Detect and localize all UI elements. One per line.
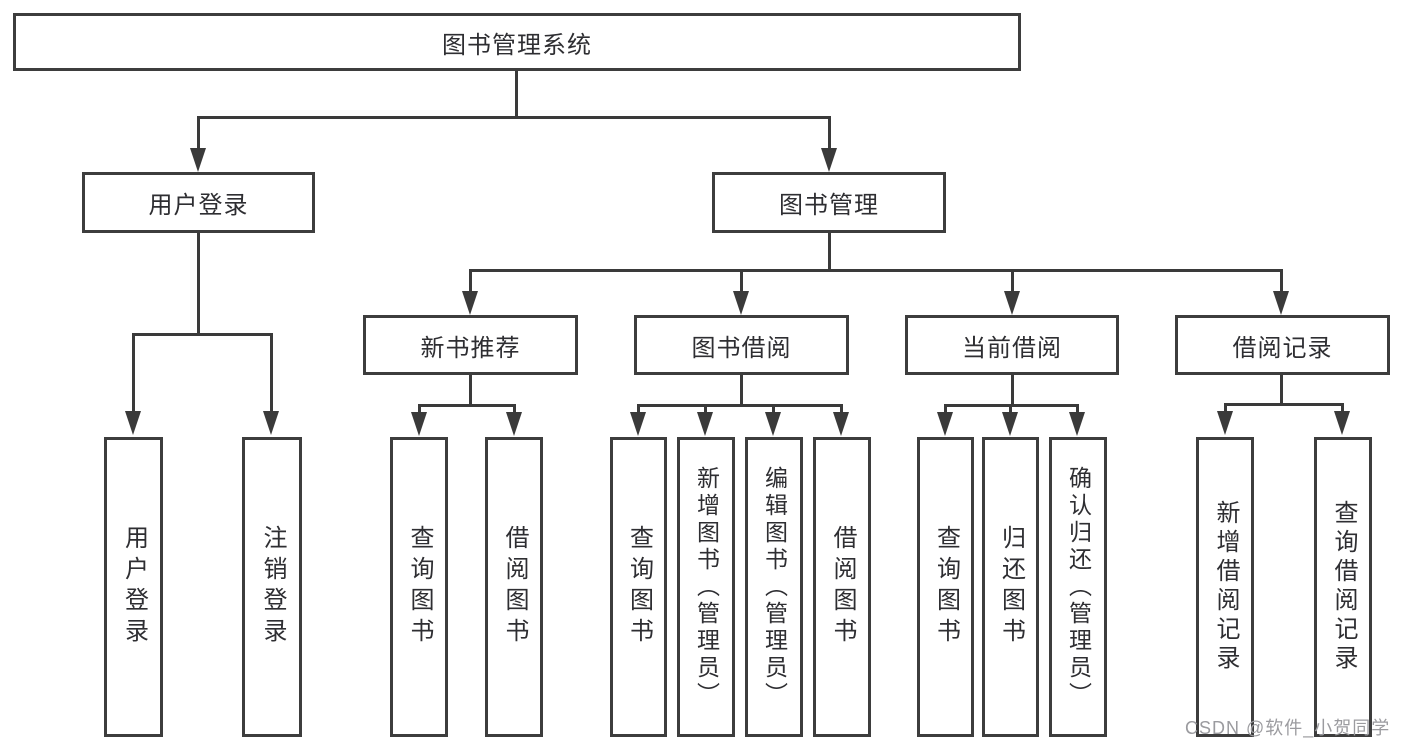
leaf-return-book: 归还图书 [982,437,1039,737]
csdn-watermark: CSDN @软件_小贺同学 [1185,718,1391,738]
node-user-login: 用户登录 [82,172,315,233]
arrow-down-icon [263,411,279,435]
arrow-down-icon [821,148,837,172]
connector-user-login-stub [197,116,200,150]
node-new-book-recommend: 新书推荐 [363,315,578,375]
connector-user-login-drop [197,233,200,335]
leaf-confirm-return-admin: 确认归还（管理员） [1049,437,1107,737]
connector-leaf-stub [840,404,843,414]
arrow-down-icon [630,412,646,436]
arrow-down-icon [1004,291,1020,315]
arrow-down-icon [462,291,478,315]
connector-level3-bar [469,269,1283,272]
leaf-query-borrow-record: 查询借阅记录 [1314,437,1372,737]
connector-level3-stub [469,269,472,293]
connector-leaf-stub [270,333,273,413]
connector-bar [637,404,843,407]
connector-leaf-stub [132,333,135,413]
arrow-down-icon [125,411,141,435]
leaf-query-book-2: 查询图书 [610,437,667,737]
connector-leaf-stub [1224,403,1227,413]
node-current-borrow: 当前借阅 [905,315,1119,375]
connector-level3-stub [740,269,743,293]
node-book-management: 图书管理 [712,172,946,233]
arrow-down-icon [697,412,713,436]
connector-leaf-stub [418,404,421,414]
leaf-user-login: 用户登录 [104,437,163,737]
arrow-down-icon [937,412,953,436]
connector-leaf-stub [772,404,775,414]
connector-level3-stub [1280,269,1283,293]
arrow-down-icon [1217,411,1233,435]
connector-book-mgmt-stub [828,116,831,150]
arrow-down-icon [190,148,206,172]
leaf-add-book-admin: 新增图书（管理员） [677,437,735,737]
arrow-down-icon [411,412,427,436]
leaf-edit-book-admin: 编辑图书（管理员） [745,437,803,737]
node-borrow-record: 借阅记录 [1175,315,1390,375]
connector-leaf-stub [944,404,947,414]
connector-bar [418,404,516,407]
connector-level3-stub [1011,269,1014,293]
connector-root-drop [515,71,518,119]
leaf-add-borrow-record: 新增借阅记录 [1196,437,1254,737]
arrow-down-icon [765,412,781,436]
leaf-query-book-3: 查询图书 [917,437,974,737]
arrow-down-icon [1273,291,1289,315]
connector-root-bar [197,116,831,119]
arrow-down-icon [506,412,522,436]
connector-drop [1011,375,1014,407]
leaf-query-book-1: 查询图书 [390,437,448,737]
connector-leaf-stub [1009,404,1012,414]
connector-leaf-stub [513,404,516,414]
connector-leaf-stub [1341,403,1344,413]
node-root: 图书管理系统 [13,13,1021,71]
connector-leaf-stub [637,404,640,414]
node-book-borrow: 图书借阅 [634,315,849,375]
leaf-borrow-book-2: 借阅图书 [813,437,871,737]
connector-drop [740,375,743,407]
connector-drop [1280,375,1283,406]
connector-leaf-stub [1076,404,1079,414]
arrow-down-icon [1069,412,1085,436]
connector-leaf-stub [704,404,707,414]
arrow-down-icon [833,412,849,436]
arrow-down-icon [1334,411,1350,435]
arrow-down-icon [1002,412,1018,436]
leaf-logout: 注销登录 [242,437,302,737]
arrow-down-icon [733,291,749,315]
connector-bar [1224,403,1343,406]
connector-user-login-bar [132,333,273,336]
connector-drop [469,375,472,407]
connector-book-mgmt-drop [828,233,831,272]
leaf-borrow-book-1: 借阅图书 [485,437,543,737]
